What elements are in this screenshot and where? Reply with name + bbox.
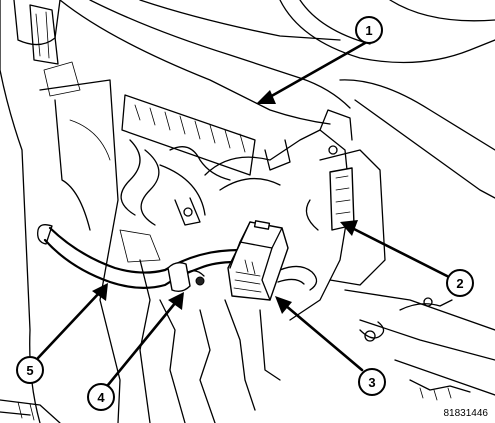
leader-line-3 [283,303,364,372]
push-pin-retainer [167,261,205,293]
leader-line-2 [350,226,449,278]
callout-label: 1 [365,23,372,38]
arrow-icon [340,220,358,236]
callout-label: 4 [97,390,105,405]
callout-1: 1 [355,16,383,44]
callout-5: 5 [16,356,44,384]
callout-label: 2 [456,276,463,291]
arrow-icon [92,283,108,301]
callout-3: 3 [358,368,386,396]
callout-label: 5 [26,363,33,378]
callout-4: 4 [87,383,115,411]
leader-line-1 [266,41,367,100]
arrow-icon [168,292,184,310]
leader-line-5 [36,290,102,360]
figure-id: 81831446 [444,408,489,419]
callout-2: 2 [446,269,474,297]
electrical-connector [227,220,289,301]
arrow-icon [256,90,276,104]
leader-arrows [36,41,449,387]
leader-line-4 [106,300,178,387]
arrow-icon [275,296,292,314]
wiring-harness [37,224,318,291]
callout-label: 3 [368,375,375,390]
